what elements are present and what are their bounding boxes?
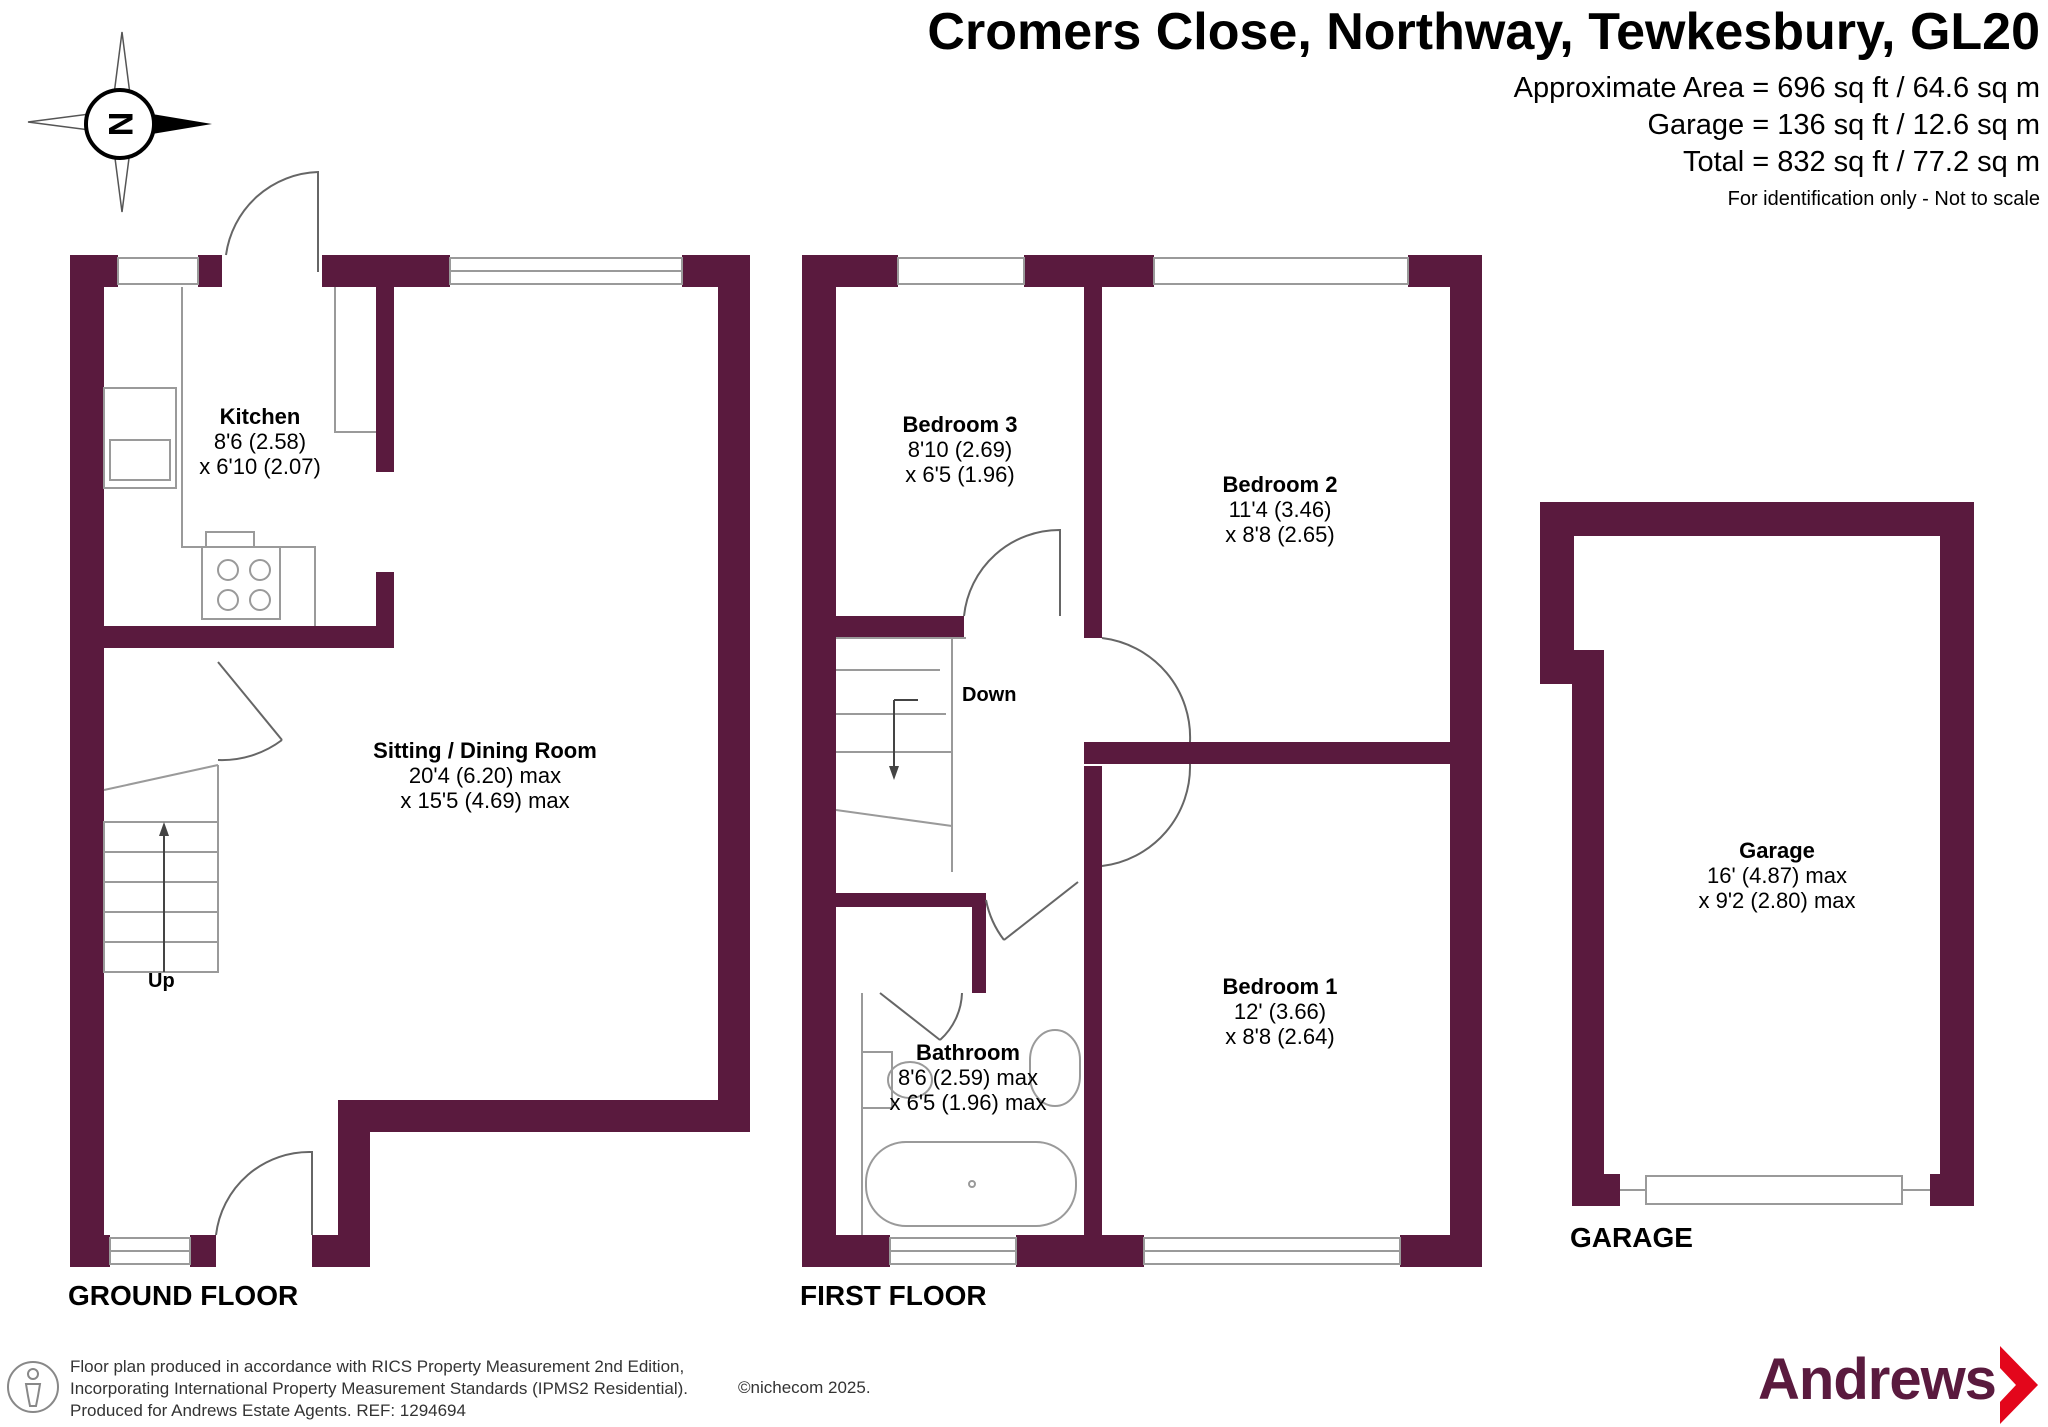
- footer-notes: Floor plan produced in accordance with R…: [70, 1356, 688, 1422]
- ground-floor-plan: [70, 255, 750, 1267]
- garage-room-label: Garage 16' (4.87) max x 9'2 (2.80) max: [1698, 838, 1855, 913]
- room-name: Garage: [1739, 838, 1815, 863]
- compass-letter: N: [101, 112, 139, 137]
- garage-plan: [1540, 502, 1974, 1206]
- bedroom-2-label: Bedroom 2 11'4 (3.46) x 8'8 (2.65): [1223, 472, 1338, 547]
- copyright-text: ©nichecom 2025.: [738, 1378, 871, 1397]
- room-name: Bedroom 1: [1222, 974, 1338, 999]
- approx-area: Approximate Area = 696 sq ft / 64.6 sq m: [1513, 72, 2040, 104]
- room-dimension: 12' (3.66): [1233, 999, 1327, 1024]
- kitchen-label: Kitchen 8'6 (2.58) x 6'10 (2.07): [199, 404, 321, 479]
- room-name: Kitchen: [219, 404, 301, 429]
- stairs-up-label: Up: [148, 970, 175, 992]
- room-name: Sitting / Dining Room: [373, 738, 597, 763]
- room-dimension: 20'4 (6.20) max: [408, 763, 562, 788]
- garage-area: Garage = 136 sq ft / 12.6 sq m: [1647, 109, 2040, 141]
- bathroom-label: Bathroom 8'6 (2.59) max x 6'5 (1.96) max: [889, 1040, 1046, 1115]
- first-floor-label: FIRST FLOOR: [800, 1280, 987, 1311]
- person-icon: [7, 1361, 59, 1413]
- room-dimension: 8'6 (2.58): [213, 429, 307, 454]
- total-area: Total = 832 sq ft / 77.2 sq m: [1682, 146, 2040, 178]
- room-dimension: 8'10 (2.69): [907, 437, 1013, 462]
- room-name: Bedroom 3: [902, 412, 1018, 437]
- first-floor-plan: [802, 255, 1482, 1267]
- garage-details: [1620, 1175, 1930, 1205]
- compass-icon: N: [27, 31, 212, 213]
- room-dimension: 11'4 (3.46): [1228, 497, 1332, 522]
- stairs-down-label: Down: [962, 684, 1017, 706]
- ground-floor-details: [103, 170, 683, 1265]
- room-dimension: 16' (4.87) max: [1707, 863, 1847, 888]
- room-dimension: x 9'2 (2.80) max: [1698, 888, 1856, 913]
- footer-line: Produced for Andrews Estate Agents. REF:…: [70, 1401, 466, 1420]
- brand-chevron-icon: [2000, 1346, 2038, 1424]
- ground-floor-label: GROUND FLOOR: [68, 1280, 299, 1311]
- bedroom-1-label: Bedroom 1 12' (3.66) x 8'8 (2.64): [1223, 974, 1338, 1049]
- room-dimension: x 15'5 (4.69) max: [400, 788, 570, 813]
- brand-logo-text: Andrews: [1758, 1347, 1997, 1412]
- room-dimension: x 6'5 (1.96) max: [889, 1090, 1047, 1115]
- scale-note: For identification only - Not to scale: [1727, 188, 2040, 210]
- garage-floor-label: GARAGE: [1570, 1222, 1693, 1253]
- first-floor-details: [835, 257, 1409, 1265]
- room-dimension: x 8'8 (2.65): [1225, 522, 1335, 547]
- sitting-room-label: Sitting / Dining Room 20'4 (6.20) max x …: [373, 738, 597, 813]
- property-title: Cromers Close, Northway, Tewkesbury, GL2…: [927, 3, 2040, 61]
- room-name: Bedroom 2: [1222, 472, 1338, 497]
- room-dimension: 8'6 (2.59) max: [898, 1065, 1038, 1090]
- footer-line: Incorporating International Property Mea…: [70, 1379, 688, 1398]
- room-dimension: x 8'8 (2.64): [1225, 1024, 1335, 1049]
- room-dimension: x 6'10 (2.07): [199, 454, 321, 479]
- room-name: Bathroom: [916, 1040, 1020, 1065]
- bedroom-3-label: Bedroom 3 8'10 (2.69) x 6'5 (1.96): [903, 412, 1018, 487]
- footer-line: Floor plan produced in accordance with R…: [70, 1357, 685, 1376]
- room-dimension: x 6'5 (1.96): [905, 462, 1015, 487]
